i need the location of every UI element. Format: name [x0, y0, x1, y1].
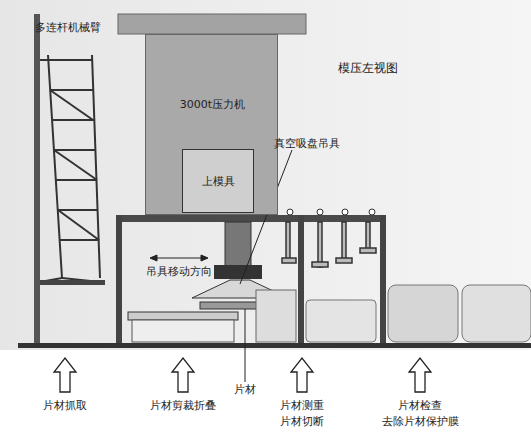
part-label: 片材测重 片材切断 [270, 398, 334, 430]
part-label: 真空吸盘吊具 [262, 136, 352, 152]
leader-line [245, 309, 246, 382]
background [0, 350, 531, 445]
robot-arm [40, 55, 100, 282]
wall-post [34, 14, 40, 346]
frame-post [298, 215, 304, 345]
lifter-column [225, 222, 251, 267]
view-title: 模压左视图 [318, 60, 418, 76]
node-label: 3000t压力机 [146, 97, 279, 112]
part-label: 吊具移动方向 [134, 264, 224, 280]
weighing-machine [256, 290, 296, 342]
part-label: 片材抓取 [25, 398, 105, 414]
background [0, 0, 531, 350]
part-label: 片材 [225, 382, 265, 398]
part-label: 片材检查 去除片材保护膜 [360, 398, 480, 430]
frame-post [380, 215, 386, 345]
gantry-beam [118, 215, 385, 222]
cutting-machine [306, 300, 376, 342]
cutting-table [128, 312, 238, 320]
frame-post [116, 215, 122, 345]
upper-die: 上模具 [182, 149, 254, 213]
roller [287, 209, 375, 215]
conveyor [388, 285, 458, 342]
cutting-table [132, 320, 234, 342]
hanging-gripper [282, 222, 376, 267]
lifter-head [214, 265, 262, 279]
direction-arrow [150, 255, 208, 261]
gripper-bar [40, 280, 105, 285]
press-body: 3000t压力机上模具 [145, 34, 278, 215]
floor [18, 343, 531, 348]
part-label: 片材剪裁折叠 [133, 398, 233, 414]
press-cap [118, 14, 306, 34]
conveyor [462, 285, 531, 342]
part-label: 多连杆机械臂 [18, 20, 118, 36]
node-label: 上模具 [183, 174, 253, 189]
